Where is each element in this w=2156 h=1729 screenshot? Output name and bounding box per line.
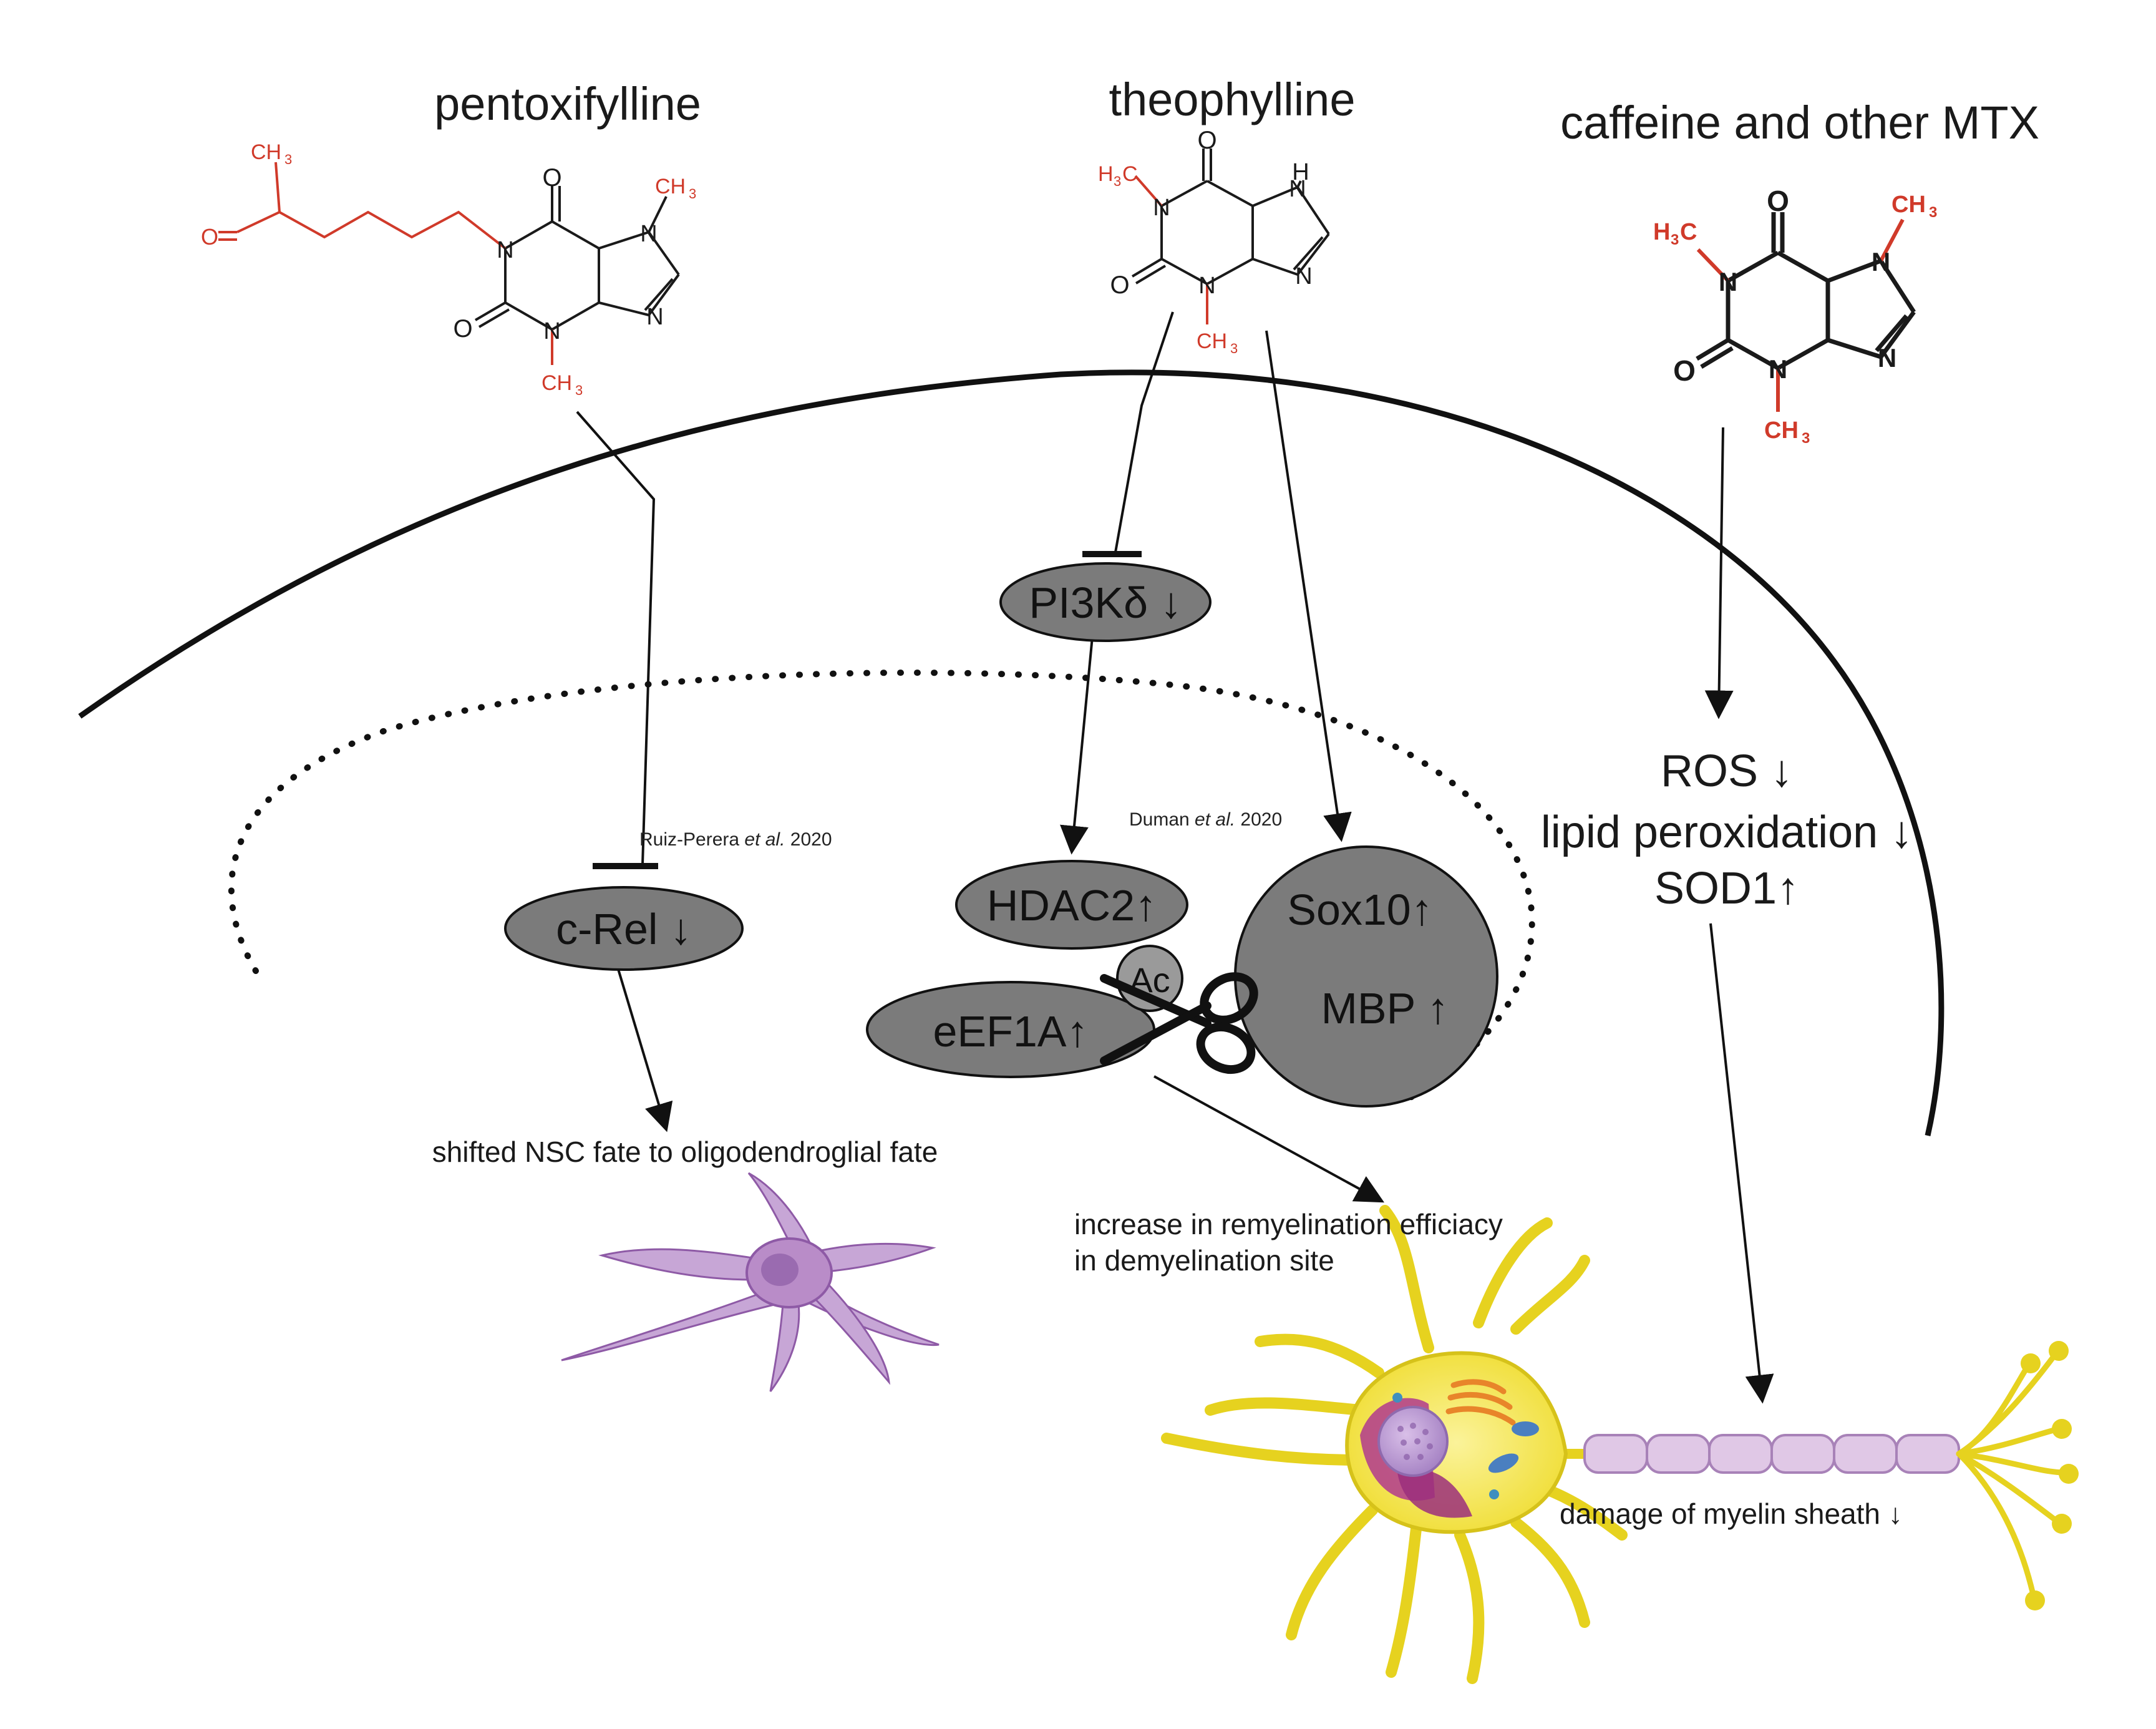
- svg-text:O: O: [542, 164, 561, 192]
- sox10-mbp-node: Sox10↑ MBP ↑: [1234, 845, 1498, 1108]
- theophylline-structure: O O N N N H N H 3 C CH 3: [1098, 127, 1330, 356]
- svg-text:O: O: [1197, 127, 1216, 154]
- pentoxifylline-structure: O O N N N N CH 3 CH 3 CH 3 O: [201, 140, 696, 398]
- pentoxifylline-title: pentoxifylline: [434, 78, 701, 130]
- theophylline-to-sox10-arrow: [1265, 330, 1352, 842]
- myelin-damage-outcome: damage of myelin sheath ↓: [1560, 1498, 1903, 1530]
- nuclear-envelope: [228, 670, 1535, 1105]
- svg-text:N: N: [646, 304, 663, 330]
- caffeine-title: caffeine and other MTX: [1560, 97, 2039, 149]
- svg-text:3: 3: [1230, 341, 1238, 356]
- svg-text:3: 3: [575, 382, 583, 398]
- crel-to-oligodendrocyte-arrow: [616, 967, 673, 1132]
- svg-text:3: 3: [284, 152, 292, 167]
- svg-text:CH: CH: [541, 371, 572, 395]
- duman-reference: Duman et al. 2020: [1129, 809, 1282, 830]
- pi3k-label: PI3Kδ ↓: [1029, 578, 1182, 627]
- svg-text:O: O: [201, 224, 218, 250]
- sod1-to-myelin-arrow: [1709, 923, 1774, 1404]
- pi3k-node: PI3Kδ ↓: [999, 562, 1212, 642]
- crel-node: c-Rel ↓: [504, 886, 744, 971]
- caffeine-to-ros-arrow: [1704, 427, 1734, 719]
- hdac2-label: HDAC2↑: [987, 881, 1157, 930]
- cell-membrane: [78, 369, 1945, 1136]
- neuron-illustration: [1161, 1205, 2079, 1684]
- svg-text:N: N: [640, 221, 657, 247]
- svg-text:3: 3: [689, 186, 696, 202]
- svg-text:N: N: [1719, 267, 1737, 296]
- svg-text:H: H: [1653, 219, 1670, 245]
- svg-text:3: 3: [1114, 173, 1121, 189]
- sox10-label: Sox10↑: [1287, 885, 1432, 934]
- svg-text:N: N: [1153, 195, 1170, 221]
- eef1a-to-remyelination-arrow: [1153, 1075, 1385, 1203]
- svg-text:CH: CH: [251, 140, 281, 164]
- pi3k-to-hdac2-arrow: [1060, 630, 1094, 855]
- theophylline-inhibition-line: [1082, 311, 1174, 557]
- svg-text:O: O: [1767, 185, 1789, 217]
- scissors-icon: [1100, 972, 1258, 1074]
- svg-text:N: N: [1872, 247, 1890, 276]
- svg-text:H: H: [1098, 162, 1114, 186]
- eef1a-node: eEF1A↑: [866, 981, 1155, 1078]
- svg-text:O: O: [453, 315, 472, 343]
- svg-text:N: N: [1878, 343, 1896, 373]
- hdac2-node: HDAC2↑: [955, 860, 1188, 950]
- svg-text:N: N: [1769, 354, 1787, 384]
- ros-effect: ROS ↓: [1661, 746, 1793, 796]
- remyelination-outcome-line1: increase in remyelination efficiacy: [1074, 1208, 1503, 1240]
- svg-text:3: 3: [1929, 204, 1937, 221]
- svg-text:N: N: [497, 237, 513, 263]
- svg-text:C: C: [1680, 219, 1697, 245]
- theophylline-title: theophylline: [1109, 74, 1356, 125]
- svg-text:3: 3: [1802, 430, 1810, 447]
- svg-text:CH: CH: [1197, 329, 1227, 353]
- caffeine-structure: O O N N N N H 3 C CH 3 CH 3: [1653, 185, 1937, 447]
- svg-text:O: O: [1673, 354, 1696, 387]
- crel-label: c-Rel ↓: [556, 905, 692, 953]
- svg-text:O: O: [1110, 271, 1129, 299]
- mbp-label: MBP ↑: [1321, 984, 1449, 1033]
- svg-text:N: N: [1198, 273, 1215, 299]
- svg-text:C: C: [1122, 162, 1138, 186]
- svg-text:N: N: [1289, 176, 1306, 202]
- lipid-peroxidation-effect: lipid peroxidation ↓: [1541, 807, 1913, 857]
- oligodendrocyte-illustration: [561, 1172, 940, 1392]
- svg-text:3: 3: [1671, 231, 1679, 248]
- ruiz-perera-reference: Ruiz-Perera et al. 2020: [639, 829, 832, 850]
- pentoxifylline-inhibition-line: [576, 411, 658, 869]
- sod1-effect: SOD1↑: [1654, 864, 1799, 913]
- svg-text:CH: CH: [655, 175, 686, 198]
- remyelination-outcome-line2: in demyelination site: [1074, 1244, 1334, 1277]
- nsc-fate-outcome: shifted NSC fate to oligodendroglial fat…: [432, 1136, 938, 1168]
- svg-text:N: N: [1295, 263, 1312, 290]
- svg-text:CH: CH: [1764, 417, 1799, 444]
- svg-text:CH: CH: [1891, 192, 1926, 218]
- svg-text:H: H: [1292, 159, 1309, 185]
- svg-text:N: N: [543, 318, 560, 344]
- eef1a-label: eEF1A↑: [933, 1007, 1089, 1056]
